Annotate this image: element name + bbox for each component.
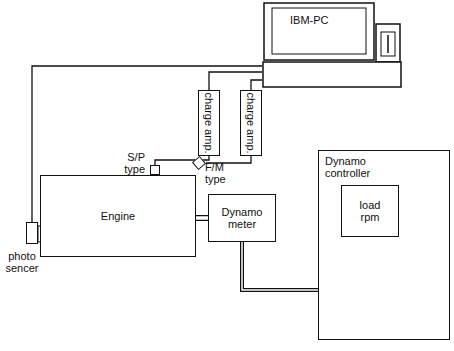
flame-sensor: F/M type	[192, 156, 206, 170]
controller-box: Dynamo controller load rpm	[318, 150, 450, 340]
pressure-sensor: S/P type	[150, 165, 160, 175]
signal-wire	[251, 80, 262, 90]
node-label: photo sencer	[1, 250, 43, 274]
node-label: S/P type	[117, 151, 145, 175]
computer: IBM-PC	[262, 2, 402, 88]
photo-sensor: photo sencer	[26, 222, 38, 244]
controller-panel: load rpm	[341, 185, 399, 237]
node-label: F/M type	[205, 161, 233, 185]
charge-amplifier: charge amp.	[198, 90, 220, 156]
node-label: Dynamo meter	[209, 206, 275, 230]
computer-drawing	[262, 2, 402, 88]
double-line-fill	[196, 216, 208, 220]
engine-box: Engine	[40, 175, 196, 257]
control-cable	[242, 242, 318, 290]
node-label: IBM-PC	[290, 14, 329, 26]
double-line-fill	[242, 242, 318, 290]
charge-amplifier: charge amp.	[240, 90, 262, 156]
dynamometer-box: Dynamo meter	[208, 194, 276, 242]
node-label: charge amp.	[203, 92, 215, 153]
drive-shaft	[196, 215, 208, 221]
node-label: charge amp.	[245, 92, 257, 153]
signal-wire	[209, 72, 262, 90]
node-label: load rpm	[355, 199, 385, 223]
node-label: Engine	[41, 210, 195, 222]
node-label: Dynamo controller	[325, 155, 395, 179]
